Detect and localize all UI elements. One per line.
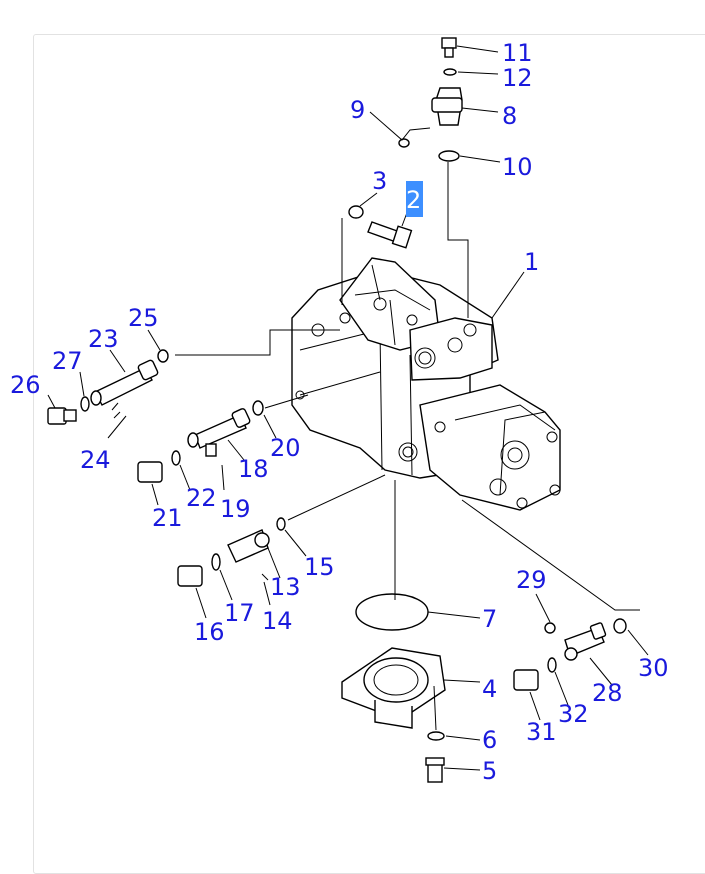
callout-7[interactable]: 7 [482,605,497,633]
tube-fitting-upper-left [47,349,169,425]
callout-30[interactable]: 30 [638,654,669,682]
bolt-washer-group [348,205,413,249]
callout-14[interactable]: 14 [262,607,293,635]
callout-15[interactable]: 15 [304,553,335,581]
main-pump-assembly [291,257,561,511]
callout-1[interactable]: 1 [524,248,539,276]
flange-group [341,593,446,783]
callout-25[interactable]: 25 [128,304,159,332]
callout-3[interactable]: 3 [372,167,387,195]
callout-5[interactable]: 5 [482,757,497,785]
callout-9[interactable]: 9 [350,96,365,124]
callout-28[interactable]: 28 [592,679,623,707]
callout-29[interactable]: 29 [516,566,547,594]
callout-24[interactable]: 24 [80,446,111,474]
callout-20[interactable]: 20 [270,434,301,462]
callout-32[interactable]: 32 [558,700,589,728]
callout-10[interactable]: 10 [502,153,533,181]
callouts: 1 2 3 4 5 6 7 8 9 10 11 12 13 14 15 16 1… [10,39,669,785]
callout-21[interactable]: 21 [152,504,183,532]
callout-11[interactable]: 11 [502,39,533,67]
top-fitting-group [398,37,463,162]
callout-17[interactable]: 17 [224,599,255,627]
callout-23[interactable]: 23 [88,325,119,353]
fitting-lower-left [177,517,286,587]
callout-4[interactable]: 4 [482,675,497,703]
callout-22[interactable]: 22 [186,484,217,512]
fitting-lower-right [513,618,627,691]
callout-31[interactable]: 31 [526,718,557,746]
callout-13[interactable]: 13 [270,573,301,601]
callout-26[interactable]: 26 [10,371,41,399]
callout-16[interactable]: 16 [194,618,225,646]
leader-lines [47,45,649,771]
callout-8[interactable]: 8 [502,102,517,130]
callout-2[interactable]: 2 [406,186,421,214]
callout-6[interactable]: 6 [482,726,497,754]
callout-highlight [406,181,423,217]
parts-diagram: 1 2 3 4 5 6 7 8 9 10 11 12 13 14 15 16 1… [10,37,669,785]
callout-12[interactable]: 12 [502,64,533,92]
callout-27[interactable]: 27 [52,347,83,375]
tube-fitting-middle-left [137,400,264,483]
callout-19[interactable]: 19 [220,495,251,523]
callout-18[interactable]: 18 [238,455,269,483]
